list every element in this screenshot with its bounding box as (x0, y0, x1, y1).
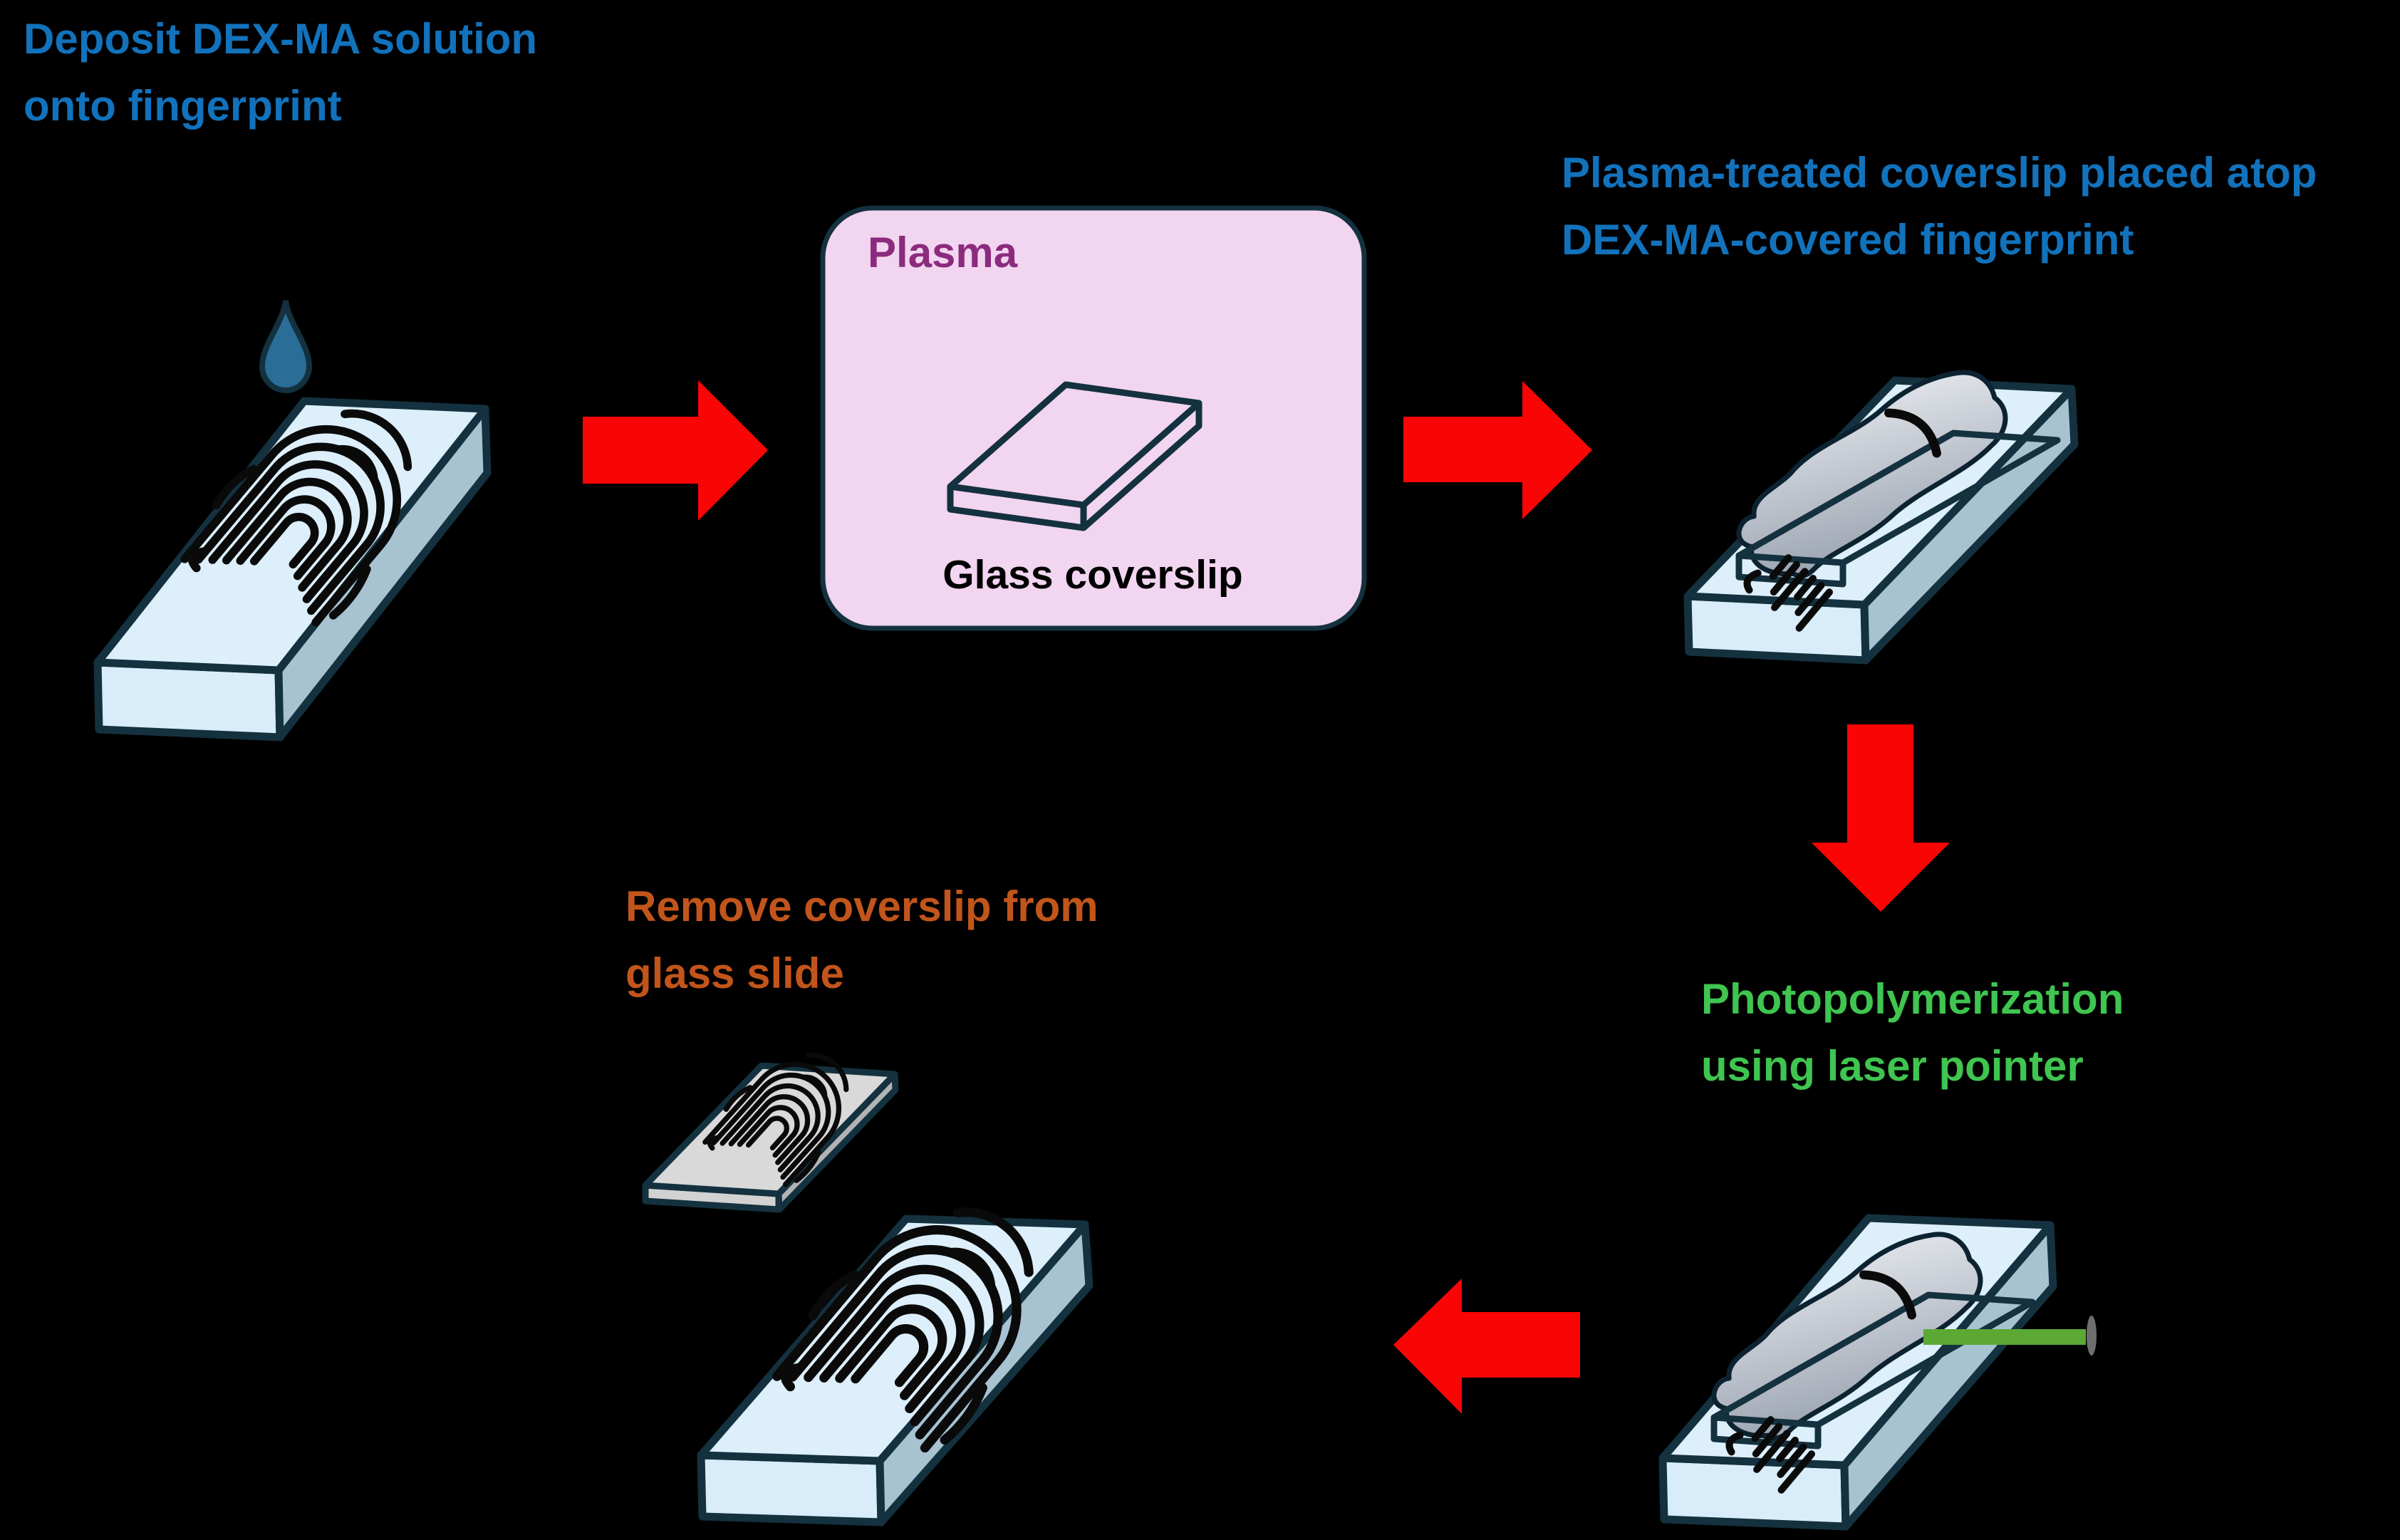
glass-coverslip-drawing (947, 381, 1202, 531)
step4-label: Remove coverslip from glass slide (625, 873, 1098, 1007)
slide-under-laser (1658, 1214, 2097, 1531)
dexma-droplet-icon (259, 300, 313, 393)
glass-coverslip-caption: Glass coverslip (942, 552, 1243, 598)
red-arrow-right-2 (1403, 381, 1592, 519)
red-arrow-down (1812, 724, 1950, 912)
step3-line1: Photopolymerization (1701, 975, 2124, 1023)
red-arrow-right-1 (583, 380, 768, 521)
step1-label: Deposit DEX-MA solution onto fingerprint (24, 6, 537, 140)
laser-beam (1923, 1329, 2086, 1345)
slide-with-coverslip-and-dexma (1683, 370, 2079, 665)
step2-label: Plasma-treated coverslip placed atop DEX… (1562, 140, 2317, 274)
step4-line2: glass slide (625, 950, 844, 997)
step2-line1: Plasma-treated coverslip placed atop (1562, 149, 2317, 197)
step1-line2: onto fingerprint (24, 82, 342, 130)
step3-label: Photopolymerization using laser pointer (1701, 966, 2124, 1100)
lifted-coverslip-with-fingerprint (642, 1029, 899, 1213)
plasma-chamber-box (820, 205, 1367, 631)
glass-slide-after-removal (697, 1167, 1093, 1526)
glass-slide-with-fingerprint (93, 373, 492, 742)
plasma-box-title: Plasma (868, 229, 1018, 276)
step2-line2: DEX-MA-covered fingerprint (1562, 216, 2134, 264)
step4-line1: Remove coverslip from (625, 883, 1098, 930)
coverslip-outline (1735, 430, 2061, 588)
step1-line1: Deposit DEX-MA solution (24, 15, 538, 63)
dexma-gel-blob (1736, 370, 2008, 579)
laser-pointer-aperture (2087, 1316, 2097, 1356)
dexma-gel-blob (1711, 1232, 1983, 1441)
red-arrow-left (1393, 1279, 1580, 1414)
step3-line2: using laser pointer (1701, 1042, 2084, 1090)
